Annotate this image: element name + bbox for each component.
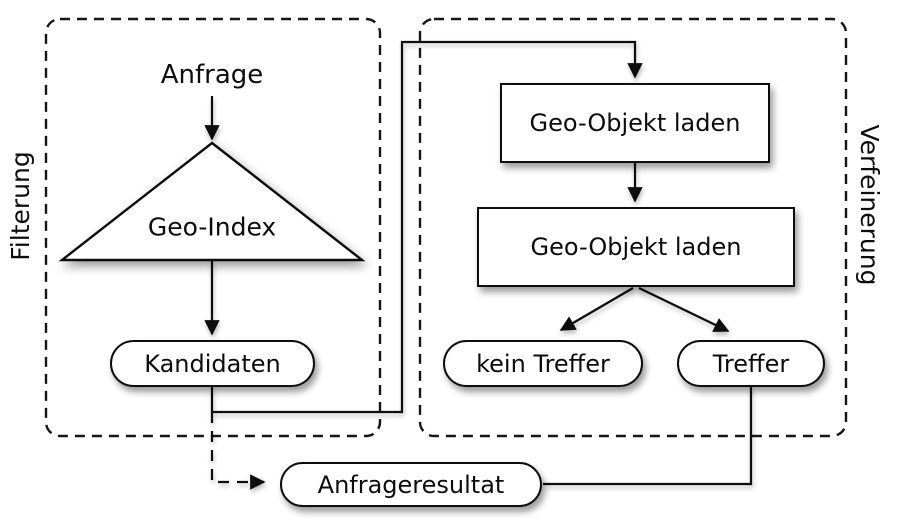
refinement-region-border: [418, 17, 848, 438]
filtering-region-label: Filterung: [6, 151, 35, 261]
load-geo-object-node-2: Geo-Objekt laden: [477, 207, 795, 287]
anfrage-label: Anfrage: [160, 60, 264, 90]
geo-index-label: Geo-Index: [147, 212, 277, 242]
edge-load2-to-keintreffer: [559, 287, 634, 331]
anfrageresultat-node: Anfrageresultat: [280, 462, 542, 507]
edges: [204, 40, 753, 490]
refinement-region-label: Verfeinerung: [855, 124, 884, 286]
load-geo-object-node-1: Geo-Objekt laden: [500, 83, 770, 163]
kandidaten-node: Kandidaten: [110, 340, 315, 387]
kein-treffer-node: kein Treffer: [443, 340, 643, 387]
edge-treffer-to-result: [543, 387, 753, 486]
edge-kandidaten-to-load1: [210, 40, 643, 414]
edge-load2-to-treffer: [638, 287, 730, 332]
treffer-node: Treffer: [677, 340, 825, 387]
geo-index-triangle: [58, 141, 366, 262]
edge-kandidaten-to-result-dashed: [210, 412, 266, 490]
